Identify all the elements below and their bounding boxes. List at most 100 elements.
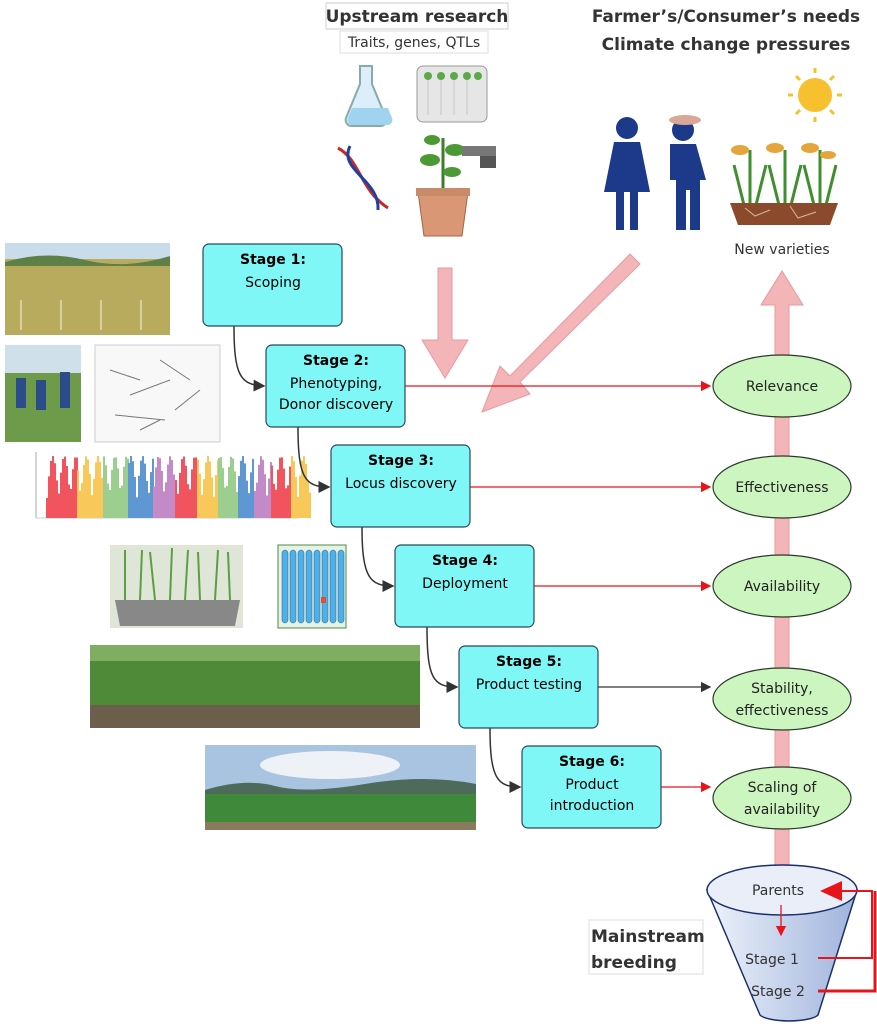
manhattan-bar [123,466,125,518]
manhattan-bar [266,495,268,518]
manhattan-bar [293,461,295,518]
funnel-stage-2: Stage 2 [751,984,805,1000]
manhattan-bar [220,457,222,518]
manhattan-bar [301,460,303,518]
manhattan-bar [191,469,193,518]
manhattan-bar [215,475,217,518]
manhattan-bar [159,458,161,518]
plant-tray-icon [416,65,488,123]
manhattan-bar [307,481,309,518]
genotyping-chip-image [277,544,347,629]
manhattan-bar [121,485,123,518]
mainstream-line2: breeding [591,953,677,973]
manhattan-bar [165,482,167,518]
manhattan-bar [52,456,54,518]
manhattan-bar [277,469,279,518]
drought-rice-icon [730,143,838,225]
manhattan-bar [81,482,83,518]
manhattan-bar [132,461,134,518]
manhattan-bar [244,463,246,518]
manhattan-bar [161,470,163,518]
chip-lane [321,549,329,624]
manhattan-bar [109,490,111,518]
manhattan-bar [189,489,191,518]
farmers-icon [604,115,706,230]
manhattan-bar [264,474,266,518]
stage-description: Product testing [476,677,582,693]
manhattan-bar [101,477,103,518]
manhattan-bar [271,465,273,518]
manhattan-bar [232,458,234,518]
manhattan-bar [167,464,169,518]
manhattan-bar [201,494,203,518]
manhattan-bar [268,478,270,518]
stage-connectors [233,325,522,793]
manhattan-bar [105,465,107,518]
manhattan-bar [287,485,289,518]
manhattan-bar [285,488,287,518]
manhattan-bar [97,456,99,518]
manhattan-bar [113,457,115,518]
manhattan-bar [58,493,60,518]
chip-lane [281,549,289,624]
manhattan-bar [125,456,127,518]
manhattan-bar [218,457,220,518]
manhattan-bar [213,496,215,518]
upstream-input-arrow [421,267,469,379]
product-testing-field-photo [90,645,420,728]
chip-lane [337,549,345,624]
manhattan-bar [295,477,297,518]
manhattan-bar [70,489,72,518]
manhattan-bar [64,456,66,518]
stage-title: Stage 6: [559,754,625,770]
manhattan-bar [252,458,254,518]
phenotyping-people-photo [5,345,81,442]
manhattan-bar [48,476,50,518]
manhattan-bar [283,468,285,518]
manhattan-bar [153,486,155,518]
stage-description: Scoping [245,275,301,291]
chip-lane [305,549,313,624]
manhattan-bar [195,457,197,518]
manhattan-bar [171,459,173,518]
manhattan-bar [228,466,230,518]
field-scoping-photo [5,243,170,335]
manhattan-bar [254,490,256,518]
needs-input-arrow [481,253,641,413]
manhattan-bar [209,461,211,518]
manhattan-bar [242,456,244,518]
upstream-subtitle: Traits, genes, QTLs [347,35,480,51]
root-scan-image [94,344,221,443]
chip-lane [313,549,321,624]
manhattan-bar [138,475,140,518]
manhattan-bar [95,462,97,518]
stage-description: Deployment [422,576,508,592]
manhattan-bar [248,493,250,518]
manhattan-bar [181,459,183,518]
manhattan-bar [193,457,195,518]
stage-title: Stage 1: [240,252,306,268]
manhattan-bar [224,487,226,518]
funnel-parents: Parents [752,883,804,899]
stage-title: Stage 2: [303,353,369,369]
manhattan-bar [289,466,291,518]
manhattan-bar [117,468,119,518]
criteria-arrows [405,380,712,793]
stage-description: Phenotyping, [290,376,382,392]
breeding-funnel: Parents Stage 1 Stage 2 [705,864,877,1022]
manhattan-bar [238,476,240,518]
manhattan-bar [230,456,232,518]
manhattan-bar [66,465,68,518]
manhattan-bar [305,463,307,518]
manhattan-bar [262,459,264,518]
mainstream-breeding-label: Mainstream breeding [588,919,705,975]
manhattan-bar [297,497,299,518]
manhattan-bar [91,495,93,518]
stage-box-3: Stage 3:Locus discovery [330,444,471,528]
new-varieties-label: New varieties [734,242,829,258]
manhattan-bar [226,485,228,518]
manhattan-bar [222,468,224,518]
manhattan-bar [150,472,152,518]
manhattan-bar [77,470,79,518]
